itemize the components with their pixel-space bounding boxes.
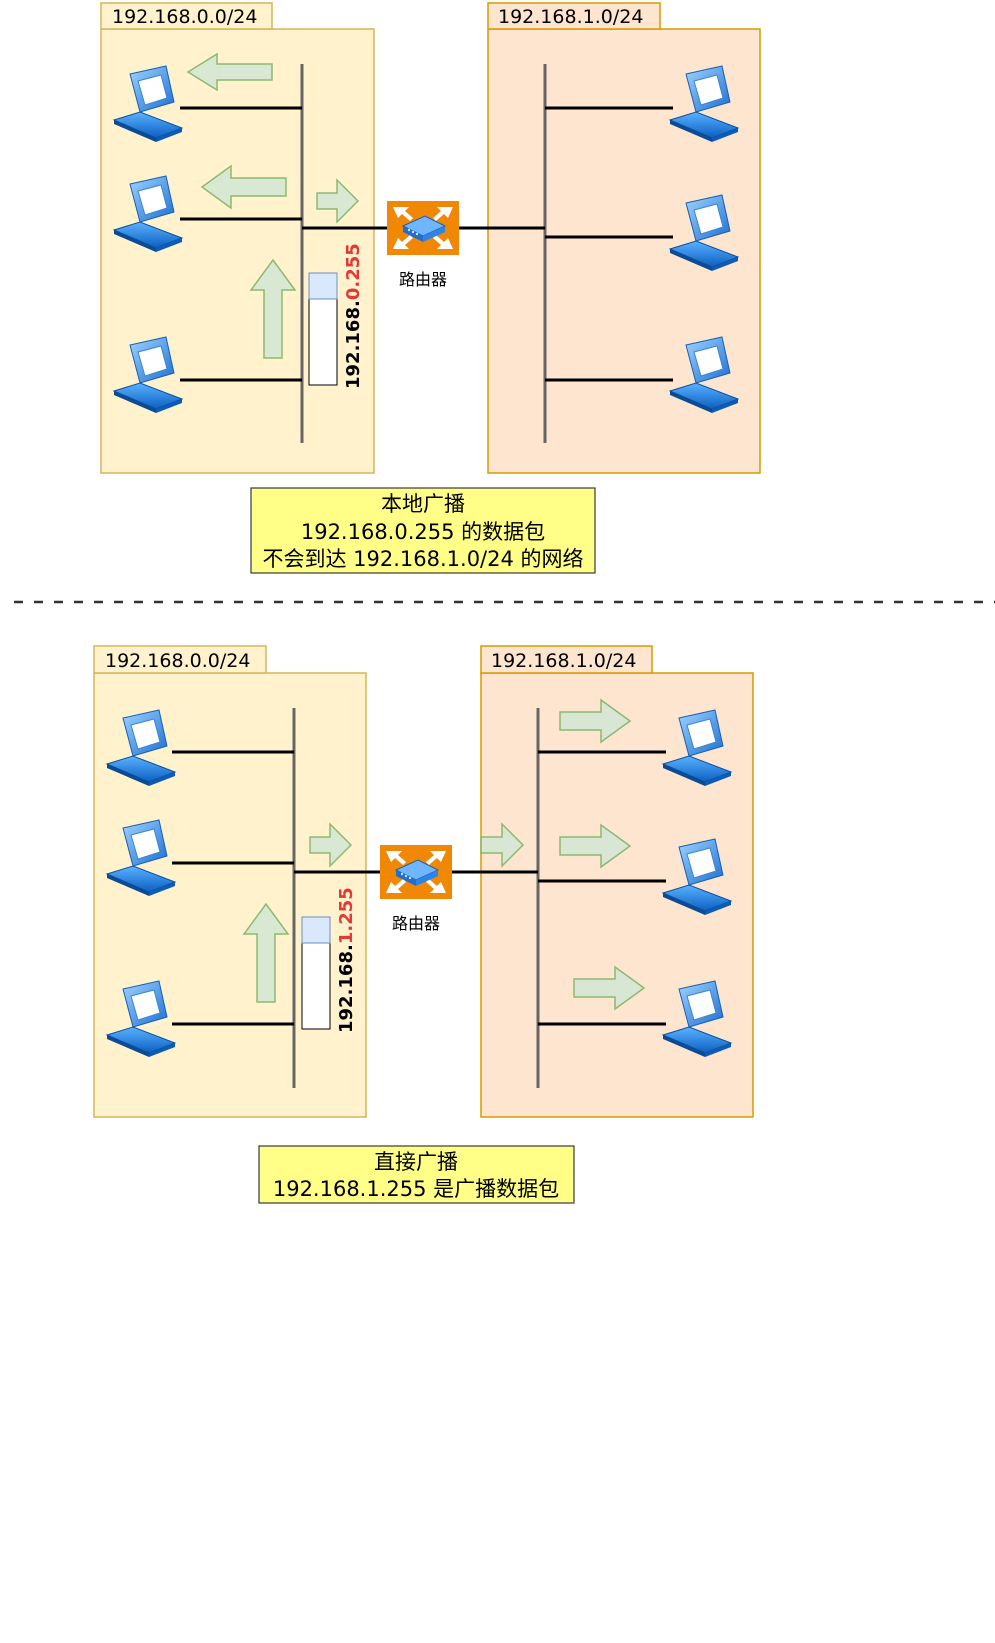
- packet-ip-suffix: 0.255: [343, 243, 364, 300]
- note-line: 直接广播: [374, 1150, 458, 1174]
- arrow-icon: [242, 902, 290, 1003]
- router-icon: [386, 200, 460, 256]
- arrow-icon: [480, 822, 525, 868]
- note-box: [258, 1145, 575, 1204]
- arrow-icon: [309, 822, 353, 868]
- packet-ip-prefix: 192.168.: [336, 944, 357, 1033]
- subnet-left-label-box: [93, 645, 267, 674]
- packet-ip-prefix: 192.168.: [343, 300, 364, 389]
- subnet-right-label: 192.168.1.0/24: [498, 6, 643, 28]
- note-line: 本地广播: [381, 492, 465, 516]
- subnet-right-label-box: [480, 645, 653, 674]
- packet-ip-suffix: 1.255: [336, 887, 357, 944]
- packet-header: [308, 272, 338, 300]
- arrow-icon: [573, 965, 646, 1011]
- diagram-local-broadcast: 192.168.0.0/24 192.168.1.0/24 路由器: [100, 2, 761, 574]
- subnet-left-label: 192.168.0.0/24: [105, 650, 250, 672]
- note-line: 192.168.1.255 是广播数据包: [273, 1177, 559, 1201]
- arrow-icon: [186, 52, 273, 92]
- router-label: 路由器: [399, 270, 447, 289]
- diagram-direct-broadcast: 192.168.0.0/24 192.168.1.0/24 路由器: [93, 645, 754, 1204]
- subnet-left-label-box: [100, 2, 273, 30]
- packet-ip-label: 192.168.0.255: [343, 243, 364, 389]
- packet-header: [301, 916, 331, 944]
- packet-ip-label: 192.168.1.255: [336, 887, 357, 1033]
- router-label: 路由器: [392, 914, 440, 933]
- arrow-icon: [200, 164, 287, 210]
- arrow-icon: [559, 698, 632, 744]
- subnet-right-label-box: [487, 2, 661, 30]
- note-line: 192.168.0.255 的数据包: [301, 520, 545, 544]
- note-line: 不会到达 192.168.1.0/24 的网络: [262, 547, 583, 571]
- subnet-right-label: 192.168.1.0/24: [491, 650, 636, 672]
- router-icon: [379, 844, 453, 900]
- arrow-icon: [249, 258, 297, 359]
- arrow-icon: [559, 823, 632, 869]
- arrow-icon: [316, 178, 360, 224]
- subnet-left-label: 192.168.0.0/24: [112, 6, 257, 28]
- note-box: [250, 487, 596, 574]
